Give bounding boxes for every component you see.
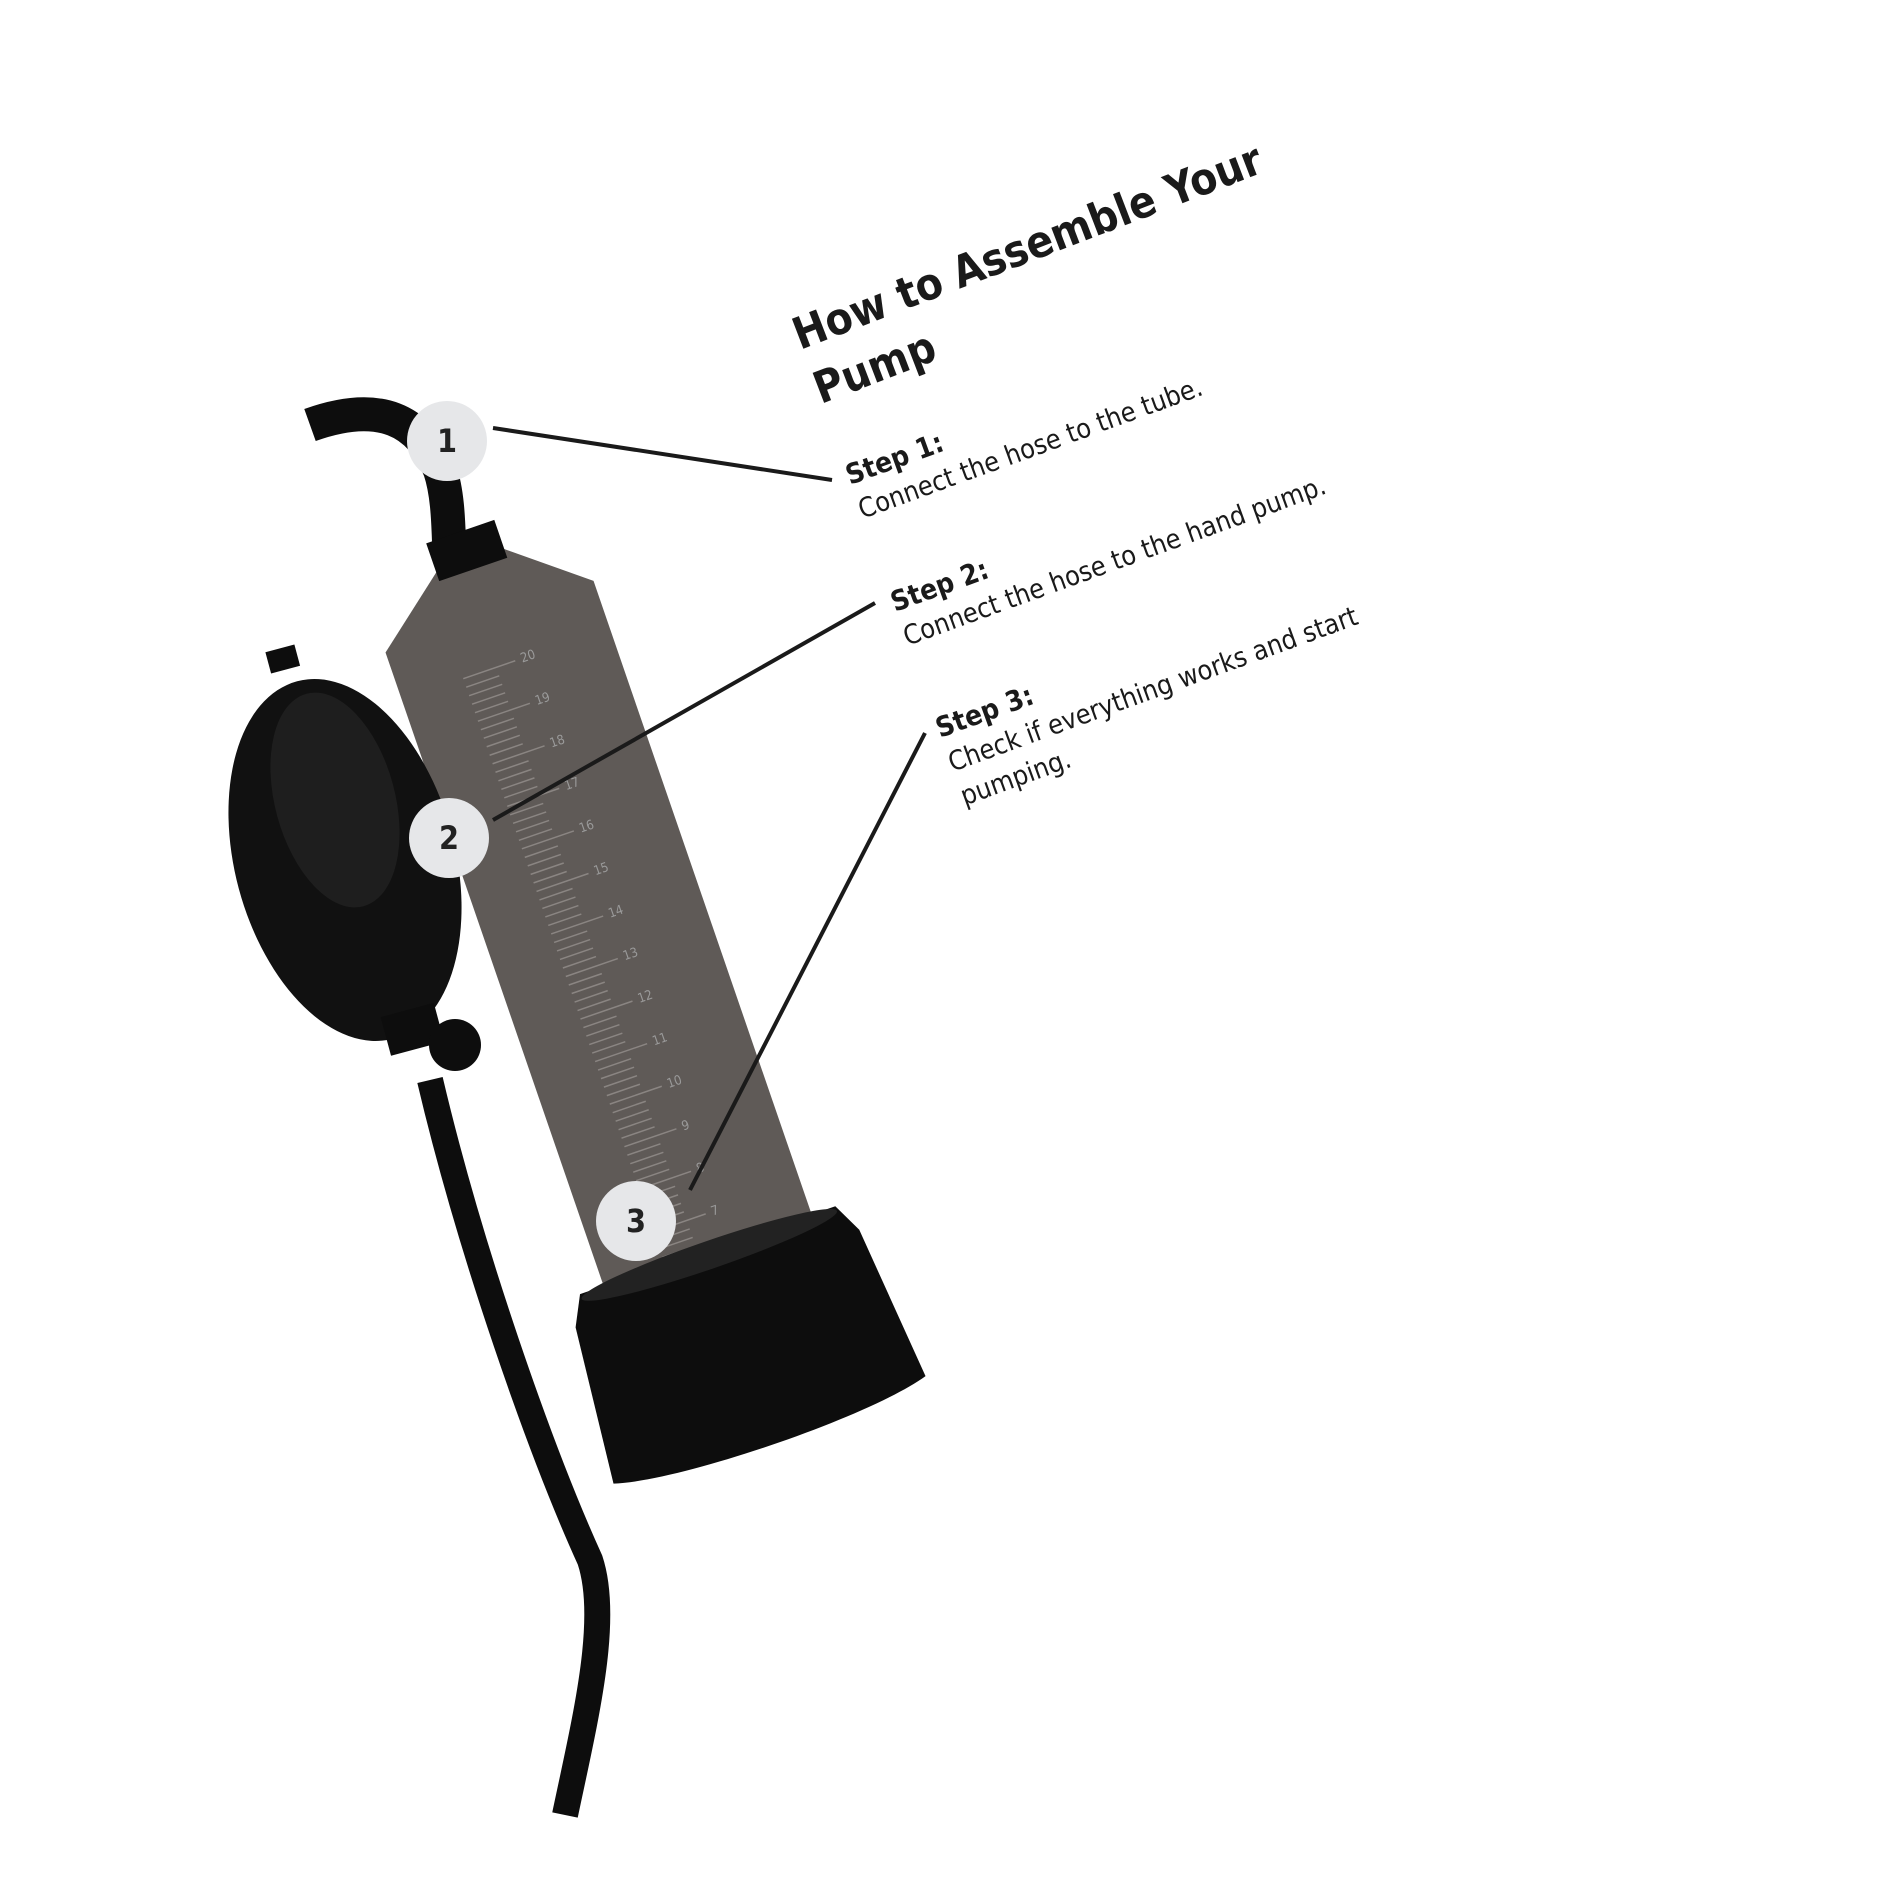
scale-tick <box>471 692 506 705</box>
leader-line-2 <box>492 601 876 822</box>
scale-tick <box>632 1160 667 1173</box>
scale-tick <box>591 1040 626 1054</box>
scale-label: 14 <box>607 903 626 922</box>
scale-tick <box>509 802 544 816</box>
pump-tube: 201918171615141312111098765 <box>385 519 926 1484</box>
valve-knob <box>429 1019 481 1071</box>
scale-tick <box>483 726 518 739</box>
scale-label: 19 <box>533 690 552 709</box>
scale-tick <box>465 675 500 688</box>
scale-label: 18 <box>548 732 567 751</box>
scale-tick <box>635 1168 670 1182</box>
scale-label: 12 <box>636 988 655 1007</box>
badge-number: 3 <box>626 1202 646 1240</box>
scale-tick <box>518 828 553 842</box>
scale-tick <box>553 930 588 944</box>
hose-connector <box>426 519 508 582</box>
scale-tick <box>536 872 589 893</box>
hand-pump-bulb <box>228 644 481 1071</box>
scale-label: 15 <box>592 860 611 879</box>
scale-tick <box>504 785 538 799</box>
scale-tick <box>594 1042 648 1063</box>
scale-label: 20 <box>519 647 538 666</box>
scale-tick <box>556 938 591 952</box>
scale-label: 10 <box>665 1073 684 1092</box>
scale-tick <box>621 1126 655 1139</box>
scale-tick <box>612 1100 647 1114</box>
lower-hose <box>417 1077 611 1818</box>
scale-tick <box>539 887 573 901</box>
scale-tick <box>609 1085 663 1105</box>
scale-tick <box>463 660 516 680</box>
scale-tick <box>586 1023 620 1037</box>
scale-tick <box>550 915 604 935</box>
scale-label: 7 <box>709 1203 721 1220</box>
scale-tick <box>533 870 567 884</box>
scale-tick <box>468 683 503 697</box>
scale-tick <box>530 862 564 876</box>
step-badge-1: 1 <box>407 401 487 481</box>
scale-tick <box>606 1083 641 1097</box>
scale-tick <box>583 1015 617 1029</box>
leader-line-3 <box>688 732 927 1191</box>
scale-tick <box>574 989 608 1003</box>
scale-tick <box>577 998 611 1012</box>
scale-tick <box>512 811 547 825</box>
scale-tick <box>630 1151 664 1165</box>
scale-tick <box>547 913 582 927</box>
scale-tick <box>492 745 545 765</box>
scale-tick <box>571 981 606 995</box>
scale-tick <box>618 1117 652 1131</box>
scale-tick <box>627 1143 661 1156</box>
badge-number: 2 <box>439 819 459 857</box>
scale-tick <box>580 1000 633 1020</box>
scale-tick <box>559 947 594 961</box>
scale-label: 9 <box>680 1118 692 1135</box>
scale-label: 13 <box>621 945 640 964</box>
scale-tick <box>501 777 535 790</box>
scale-tick <box>597 1057 632 1071</box>
scale-tick <box>521 830 575 850</box>
scale-tick <box>545 904 579 918</box>
scale-tick <box>542 896 576 910</box>
scale-tick <box>489 743 523 756</box>
scale-tick <box>562 955 597 969</box>
scale-tick <box>495 760 529 773</box>
scale-tick <box>615 1109 649 1122</box>
scale-label: 16 <box>577 818 596 837</box>
scale-tick <box>600 1066 635 1080</box>
step-badge-3: 3 <box>596 1181 676 1261</box>
scale-tick <box>477 702 531 722</box>
scale-tick <box>480 717 515 731</box>
scale-tick <box>568 972 603 986</box>
leader-line-1 <box>492 426 833 482</box>
scale-tick <box>589 1032 623 1046</box>
scale-tick <box>474 700 509 714</box>
scale-tick <box>527 853 562 867</box>
step-badge-2: 2 <box>409 798 489 878</box>
scale-tick <box>515 819 550 833</box>
scale-tick <box>624 1128 677 1148</box>
badge-number: 1 <box>437 422 457 460</box>
scale-tick <box>565 957 619 978</box>
title-line-1: How to Assemble Your <box>786 134 1270 360</box>
scale-label: 11 <box>651 1030 670 1049</box>
scale-tick <box>603 1075 638 1088</box>
scale-tick <box>498 768 532 782</box>
instructions-title: How to Assemble Your Pump <box>786 134 1270 415</box>
scale-tick <box>486 734 521 748</box>
scale-tick <box>524 845 559 859</box>
